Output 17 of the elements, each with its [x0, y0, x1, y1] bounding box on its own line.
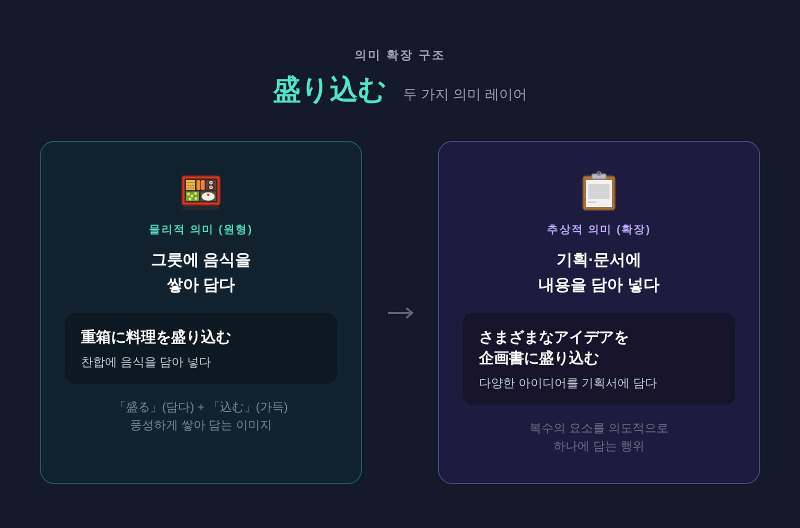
example-sentence: さまざまなアイデアを企画書に盛り込む — [479, 328, 630, 369]
heading: 기획·문서에 내용을 담아 넣다 — [538, 251, 660, 296]
translation: 찬합에 음식을 담아 넣다 — [81, 354, 212, 371]
example-sentence: 重箱に料理を盛り込む — [81, 328, 232, 348]
meaning-card — [40, 141, 362, 484]
note: 풍성하게 쌓아 담는 이미지 — [128, 417, 273, 434]
meaning-card — [438, 141, 760, 484]
arrow — [388, 307, 414, 319]
overline-label: 의미 확장 구조 — [354, 47, 446, 63]
translation: 다양한 아이디어를 기획서에 담다 — [479, 375, 658, 392]
category-label: 추상적 의미 (확장) — [547, 223, 651, 237]
subtitle: 두 가지 의미 레이어 — [403, 85, 527, 103]
title: 盛り込む — [273, 73, 388, 107]
heading: 그릇에 음식을 쌓아 담다 — [150, 251, 252, 296]
note: 「盛る」(담다) + 「込む」(가득) — [113, 399, 289, 416]
category-label: 물리적 의미 (원형) — [149, 223, 253, 237]
note: 복수의 요소를 의도적으로 하나에 담는 행위 — [528, 420, 670, 455]
